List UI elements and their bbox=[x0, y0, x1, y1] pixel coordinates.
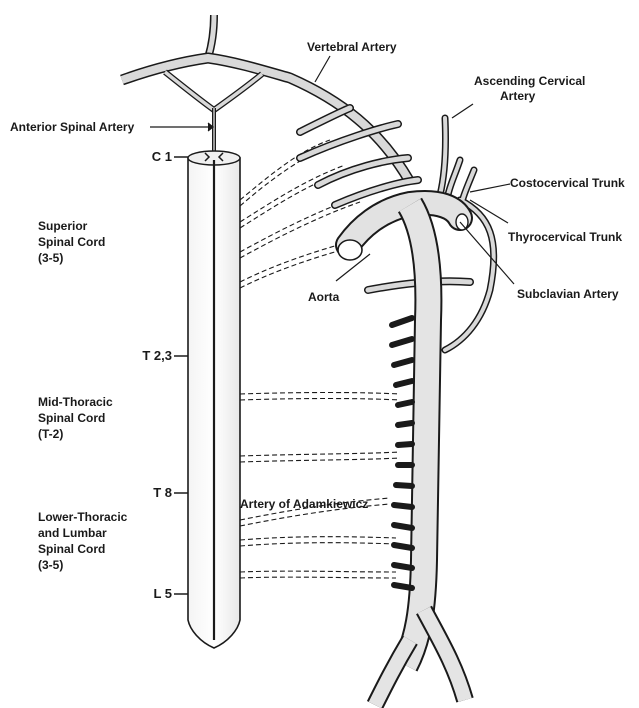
region-line: Spinal Cord bbox=[38, 410, 113, 426]
ascending-cervical-label-line1: Ascending Cervical bbox=[474, 74, 585, 89]
lower-thoracic-lumbar-spinal-cord-label: Lower-Thoracic and Lumbar Spinal Cord (3… bbox=[38, 509, 127, 573]
segment-t8-label: T 8 bbox=[112, 485, 172, 500]
anterior-spinal-artery-label: Anterior Spinal Artery bbox=[10, 120, 134, 135]
segment-t23-label: T 2,3 bbox=[112, 348, 172, 363]
region-line: and Lumbar bbox=[38, 525, 127, 541]
vertebral-artery-label: Vertebral Artery bbox=[307, 40, 397, 55]
segment-l5-label: L 5 bbox=[112, 586, 172, 601]
region-line: Lower-Thoracic bbox=[38, 509, 127, 525]
costocervical-trunk-label: Costocervical Trunk bbox=[510, 176, 625, 191]
region-line: (T-2) bbox=[38, 426, 113, 442]
region-line: Mid-Thoracic bbox=[38, 394, 113, 410]
mid-thoracic-spinal-cord-label: Mid-Thoracic Spinal Cord (T-2) bbox=[38, 394, 113, 442]
segment-c1-label: C 1 bbox=[112, 149, 172, 164]
intercostal-stubs bbox=[392, 318, 412, 588]
cervical-vessels bbox=[440, 118, 494, 350]
region-line: Superior bbox=[38, 218, 105, 234]
aorta-label: Aorta bbox=[308, 290, 339, 305]
artery-of-adamkiewicz-label: Artery of Adamkiewicz bbox=[240, 497, 368, 512]
superior-spinal-cord-label: Superior Spinal Cord (3-5) bbox=[38, 218, 105, 266]
region-line: Spinal Cord bbox=[38, 234, 105, 250]
region-line: (3-5) bbox=[38, 250, 105, 266]
region-line: (3-5) bbox=[38, 557, 127, 573]
subclavian-artery-label: Subclavian Artery bbox=[517, 287, 619, 302]
ascending-cervical-label-line2: Artery bbox=[500, 89, 535, 104]
thyrocervical-trunk-label: Thyrocervical Trunk bbox=[508, 230, 622, 245]
spinal-cord bbox=[188, 151, 240, 648]
region-line: Spinal Cord bbox=[38, 541, 127, 557]
segment-ticks bbox=[174, 157, 188, 594]
